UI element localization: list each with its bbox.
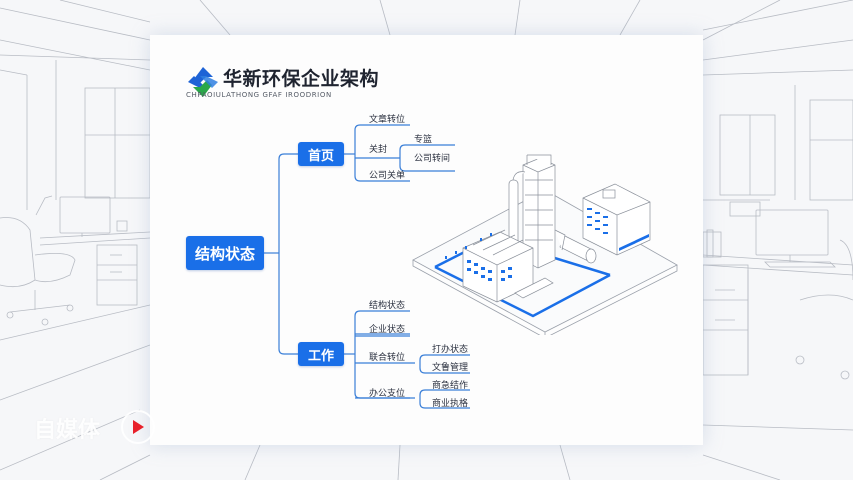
mindmap-leaf[interactable]: 文章转位 bbox=[369, 115, 406, 125]
mindmap-leaf[interactable]: 企业状态 bbox=[369, 325, 406, 335]
mindmap-leaf[interactable]: 打办状态 bbox=[432, 345, 469, 355]
mindmap-leaf[interactable]: 公司转间 bbox=[414, 154, 451, 164]
mindmap-leaf[interactable]: 办公支位 bbox=[369, 389, 406, 399]
mindmap-leaf[interactable]: 结构状态 bbox=[369, 301, 406, 311]
brand-logo-icon bbox=[188, 67, 218, 97]
brand-title: 华新环保企业架构 bbox=[223, 68, 380, 90]
mindmap-root-node[interactable]: 结构状态 bbox=[186, 236, 264, 270]
watermark-text: 自媒体 bbox=[34, 418, 101, 443]
mindmap-node-home[interactable]: 首页 bbox=[298, 142, 344, 166]
play-icon bbox=[121, 410, 155, 444]
mindmap-leaf[interactable]: 商业执格 bbox=[432, 399, 469, 409]
mindmap-leaf[interactable]: 关封 bbox=[369, 145, 388, 155]
industrial-plant-illustration bbox=[412, 154, 678, 335]
mindmap-leaf[interactable]: 专篮 bbox=[414, 135, 433, 145]
mindmap-node-work[interactable]: 工作 bbox=[298, 342, 344, 366]
mindmap-leaf[interactable]: 文鲁管理 bbox=[432, 363, 469, 373]
mindmap-leaf[interactable]: 商急结作 bbox=[432, 381, 469, 391]
brand-subtitle: CHPAOIULATHONG GFAF IROODRION bbox=[186, 91, 332, 99]
mindmap-leaf[interactable]: 公司关单 bbox=[369, 171, 406, 181]
mindmap-leaf[interactable]: 联合转位 bbox=[369, 353, 406, 363]
